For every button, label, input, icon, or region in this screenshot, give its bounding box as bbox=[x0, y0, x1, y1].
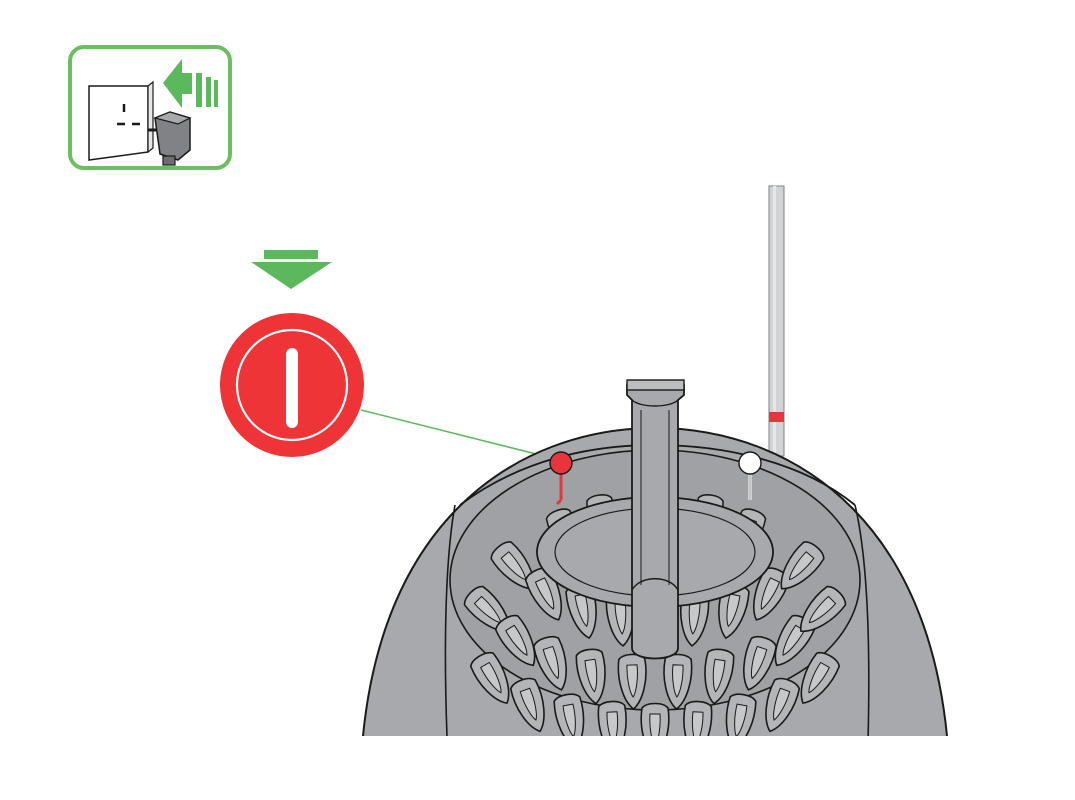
press-down-arrow-icon bbox=[251, 250, 332, 289]
wand-pole bbox=[768, 185, 785, 457]
red-indicator-light-icon bbox=[549, 451, 573, 506]
handle-post bbox=[626, 379, 685, 660]
plug-icon bbox=[148, 111, 192, 166]
white-indicator-light-icon bbox=[738, 451, 762, 500]
plug-in-socket-icon bbox=[68, 45, 232, 170]
callout-line bbox=[360, 409, 557, 460]
wall-socket-icon bbox=[88, 80, 154, 161]
push-arrow-icon bbox=[163, 59, 218, 108]
power-button-icon bbox=[220, 313, 364, 457]
vacuum-body bbox=[362, 379, 948, 736]
